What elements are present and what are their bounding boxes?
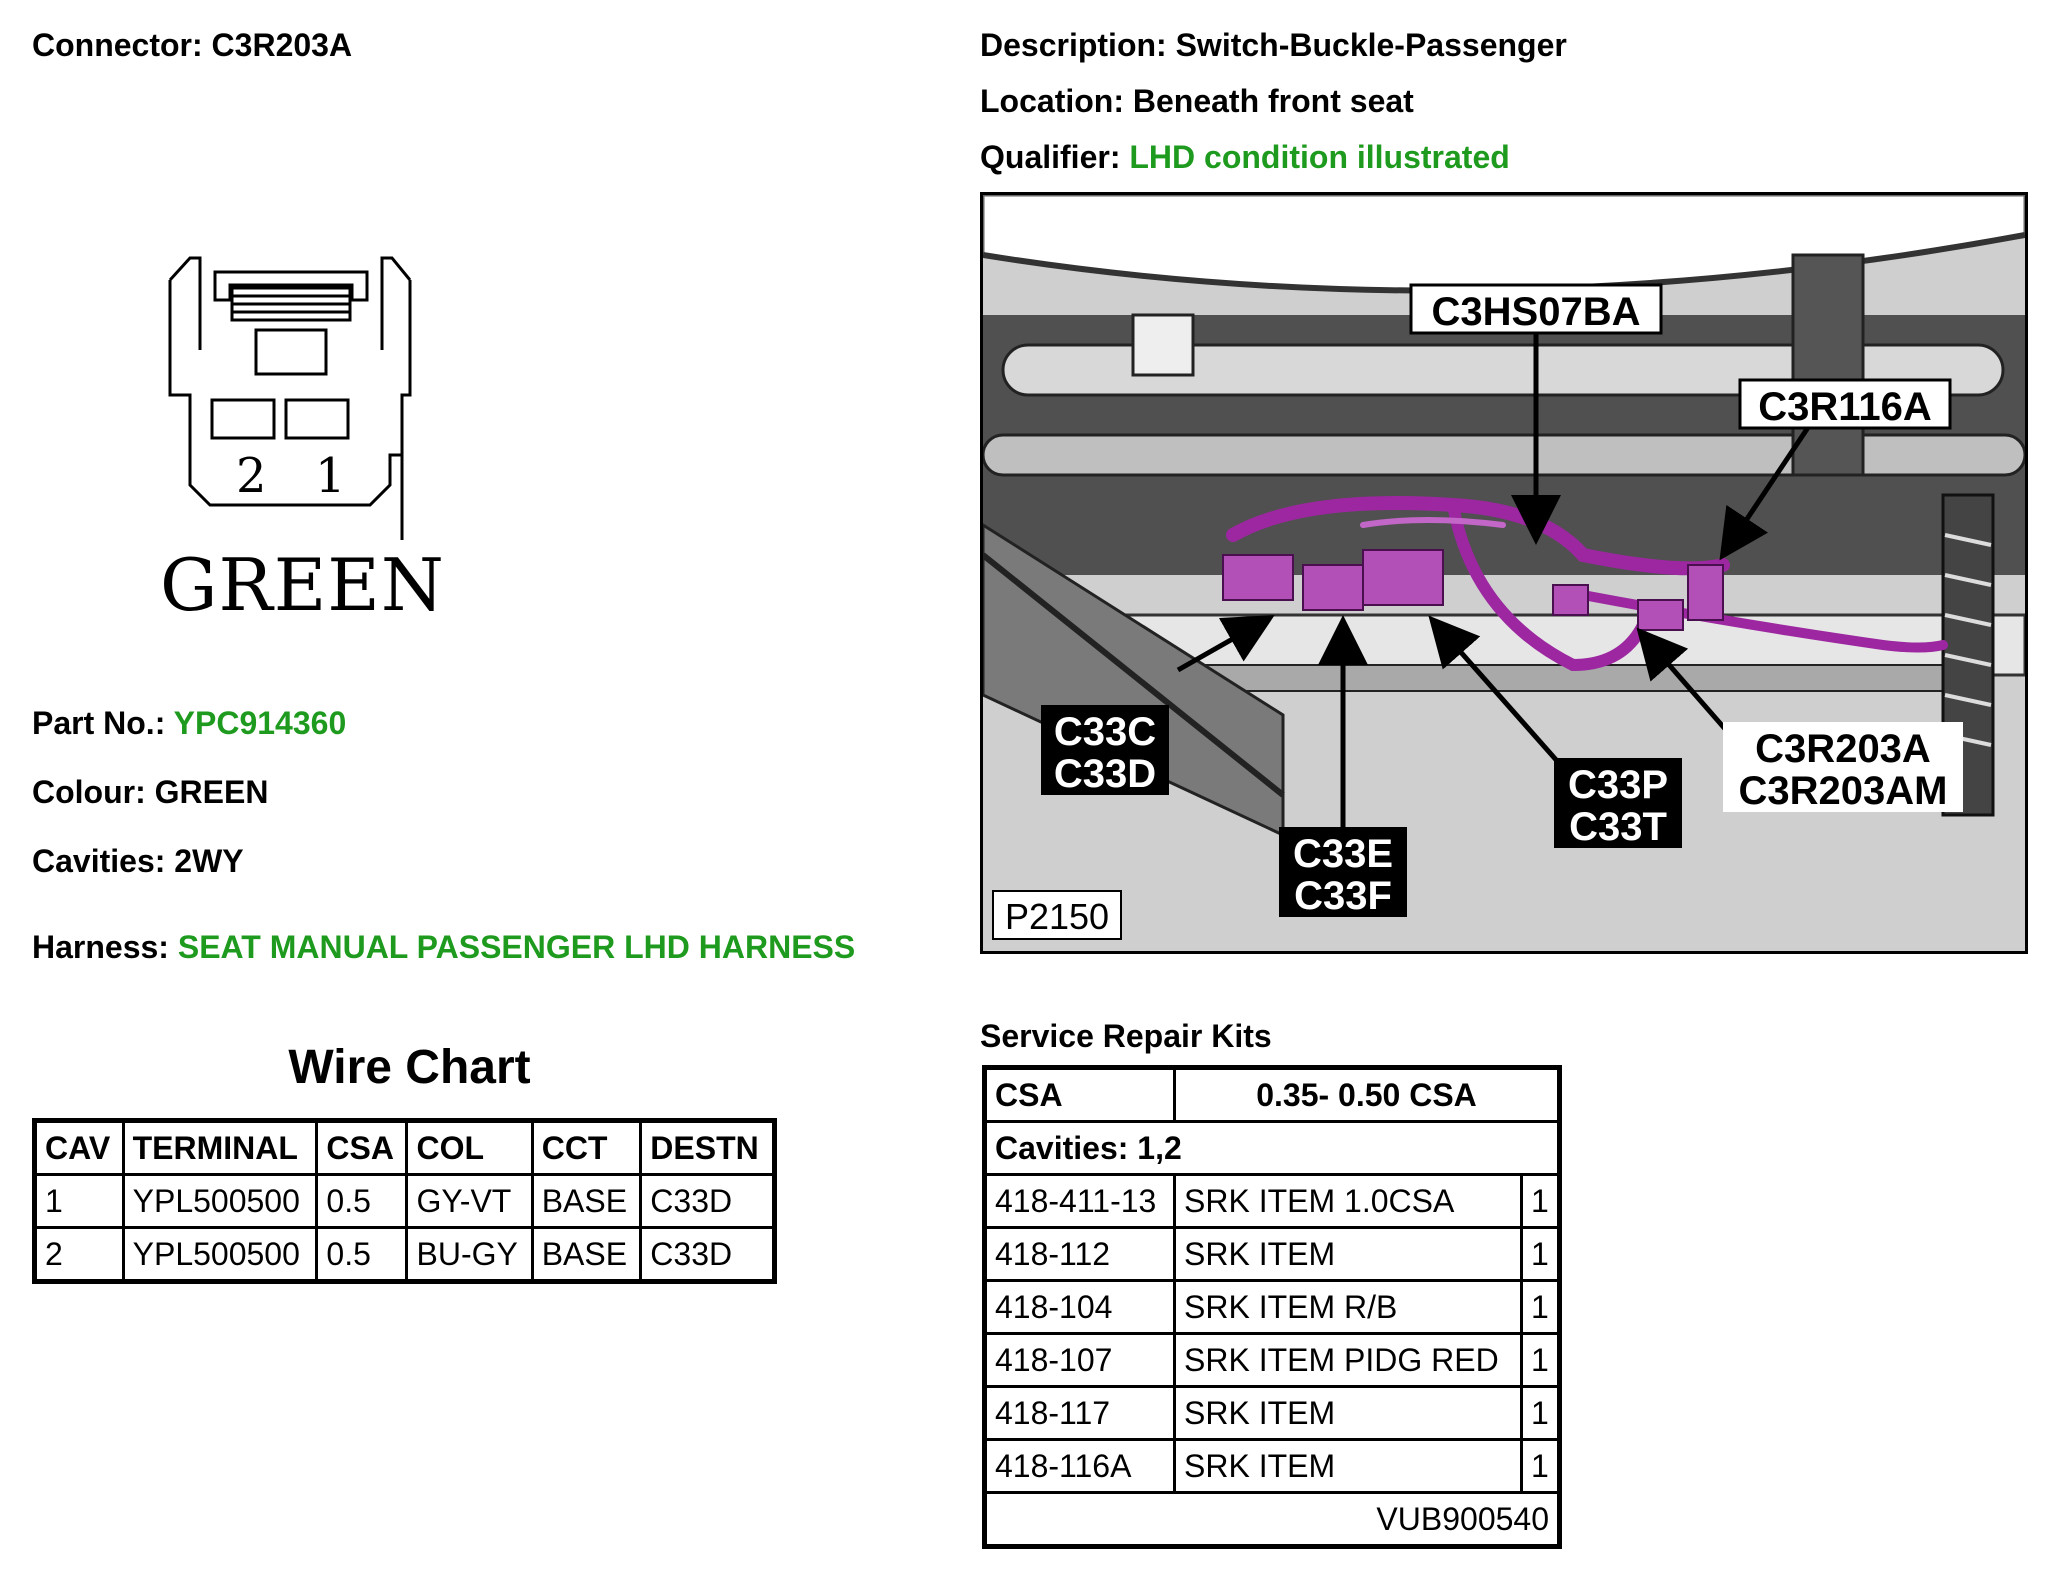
wire-chart-header-row: CAV TERMINAL CSA COL CCT DESTN	[33, 1119, 776, 1176]
cell-cct: BASE	[530, 1173, 643, 1229]
connector-colour-text: GREEN	[160, 543, 445, 627]
wire-chart-table: CAV TERMINAL CSA COL CCT DESTN 1 YPL5005…	[32, 1118, 777, 1284]
cell-col: GY-VT	[405, 1173, 534, 1229]
pin-label-2: 2	[236, 448, 267, 504]
colour-label: Colour:	[32, 774, 146, 810]
kit-part-number: 418-116A	[983, 1438, 1176, 1494]
qualifier-value: LHD condition illustrated	[1129, 139, 1510, 175]
header-cav: CAV	[33, 1119, 125, 1176]
kit-part-number: 418-117	[983, 1385, 1176, 1441]
header-col: COL	[405, 1119, 534, 1176]
kit-quantity: 1	[1520, 1226, 1561, 1282]
cavities-label: Cavities:	[32, 843, 166, 879]
table-row: 418-117 SRK ITEM 1	[983, 1385, 1561, 1441]
callout-c3r203a: C3R203A	[1755, 727, 1931, 771]
header-cct: CCT	[530, 1119, 643, 1176]
cell-cct: BASE	[530, 1226, 643, 1283]
kit-part-number: 418-411-13	[983, 1173, 1176, 1229]
cell-cav: 1	[33, 1173, 125, 1229]
header-destn: DESTN	[639, 1119, 776, 1176]
kits-footer: VUB900540	[983, 1491, 1561, 1548]
kits-footer-row: VUB900540	[983, 1491, 1561, 1548]
pin-label-1: 1	[315, 448, 346, 504]
cell-destn: C33D	[639, 1173, 776, 1229]
table-row: 418-116A SRK ITEM 1	[983, 1438, 1561, 1494]
table-row: 1 YPL500500 0.5 GY-VT BASE C33D	[33, 1173, 776, 1229]
table-row: 418-411-13 SRK ITEM 1.0CSA 1	[983, 1173, 1561, 1229]
cell-col: BU-GY	[405, 1226, 534, 1283]
callout-c33c: C33C	[1054, 710, 1156, 754]
colour-line: Colour: GREEN	[32, 773, 268, 811]
table-row: 418-104 SRK ITEM R/B 1	[983, 1279, 1561, 1335]
location-photo: C3HS07BA C3R116A C33C C33D C33E C33F C33…	[980, 192, 2028, 954]
kit-part-number: 418-112	[983, 1226, 1176, 1282]
kit-quantity: 1	[1520, 1279, 1561, 1335]
kit-part-number: 418-107	[983, 1332, 1176, 1388]
callout-c3hs07ba: C3HS07BA	[1432, 290, 1641, 334]
harness-value: SEAT MANUAL PASSENGER LHD HARNESS	[177, 929, 856, 965]
kit-description: SRK ITEM R/B	[1173, 1279, 1523, 1335]
kits-csa-row: CSA 0.35- 0.50 CSA	[983, 1066, 1561, 1123]
kit-quantity: 1	[1520, 1332, 1561, 1388]
header-terminal: TERMINAL	[121, 1119, 319, 1176]
callout-c33e: C33E	[1293, 832, 1393, 876]
location-value: Beneath front seat	[1132, 83, 1414, 119]
kits-csa-label: CSA	[983, 1066, 1176, 1123]
kits-cavities-text: Cavities: 1,2	[983, 1120, 1561, 1176]
table-row: 2 YPL500500 0.5 BU-GY BASE C33D	[33, 1226, 776, 1283]
kit-description: SRK ITEM	[1173, 1226, 1523, 1282]
part-no-label: Part No.:	[32, 705, 166, 741]
kits-cavities-row: Cavities: 1,2	[983, 1120, 1561, 1176]
colour-value: GREEN	[154, 774, 269, 810]
callout-c3r203am: C3R203AM	[1739, 769, 1948, 813]
cell-csa: 0.5	[315, 1173, 409, 1229]
kit-description: SRK ITEM	[1173, 1438, 1523, 1494]
kit-description: SRK ITEM	[1173, 1385, 1523, 1441]
cell-destn: C33D	[639, 1226, 776, 1283]
description-label: Description:	[980, 27, 1167, 63]
kits-csa-value: 0.35- 0.50 CSA	[1173, 1066, 1561, 1123]
kit-quantity: 1	[1520, 1173, 1561, 1229]
connector-label: Connector:	[32, 27, 203, 63]
callout-c33p: C33P	[1568, 763, 1668, 807]
cell-terminal: YPL500500	[121, 1173, 319, 1229]
connector-line: Connector: C3R203A	[32, 26, 352, 64]
location-label: Location:	[980, 83, 1124, 119]
connector-value: C3R203A	[211, 27, 353, 63]
connector-face-drawing: 2 1	[168, 256, 412, 540]
cell-cav: 2	[33, 1226, 125, 1283]
table-row: 418-112 SRK ITEM 1	[983, 1226, 1561, 1282]
kit-quantity: 1	[1520, 1438, 1561, 1494]
photo-figure-id: P2150	[1005, 896, 1109, 937]
kit-description: SRK ITEM PIDG RED	[1173, 1332, 1523, 1388]
description-line: Description: Switch-Buckle-Passenger	[980, 26, 1567, 64]
callout-c33f: C33F	[1294, 874, 1392, 918]
service-kits-title: Service Repair Kits	[980, 1018, 1272, 1054]
description-value: Switch-Buckle-Passenger	[1175, 27, 1567, 63]
part-no-value: YPC914360	[173, 705, 347, 741]
kit-quantity: 1	[1520, 1385, 1561, 1441]
table-row: 418-107 SRK ITEM PIDG RED 1	[983, 1332, 1561, 1388]
callout-c3r116a: C3R116A	[1758, 385, 1931, 429]
location-photo-illustration: C3HS07BA C3R116A C33C C33D C33E C33F C33…	[983, 195, 2025, 951]
callout-c33d: C33D	[1054, 752, 1156, 796]
qualifier-line: Qualifier: LHD condition illustrated	[980, 138, 1510, 176]
service-kits-table: CSA 0.35- 0.50 CSA Cavities: 1,2 418-411…	[982, 1065, 1562, 1549]
cell-csa: 0.5	[315, 1226, 409, 1283]
callout-c33t: C33T	[1569, 805, 1667, 849]
harness-label: Harness:	[32, 929, 169, 965]
location-line: Location: Beneath front seat	[980, 82, 1414, 120]
wire-chart-title: Wire Chart	[288, 1041, 531, 1094]
kit-part-number: 418-104	[983, 1279, 1176, 1335]
qualifier-label: Qualifier:	[980, 139, 1121, 175]
cavities-value: 2WY	[174, 843, 244, 879]
header-csa: CSA	[315, 1119, 409, 1176]
harness-line: Harness: SEAT MANUAL PASSENGER LHD HARNE…	[32, 928, 855, 966]
cavities-line: Cavities: 2WY	[32, 842, 244, 880]
kit-description: SRK ITEM 1.0CSA	[1173, 1173, 1523, 1229]
cell-terminal: YPL500500	[121, 1226, 319, 1283]
part-no-line: Part No.: YPC914360	[32, 704, 346, 742]
